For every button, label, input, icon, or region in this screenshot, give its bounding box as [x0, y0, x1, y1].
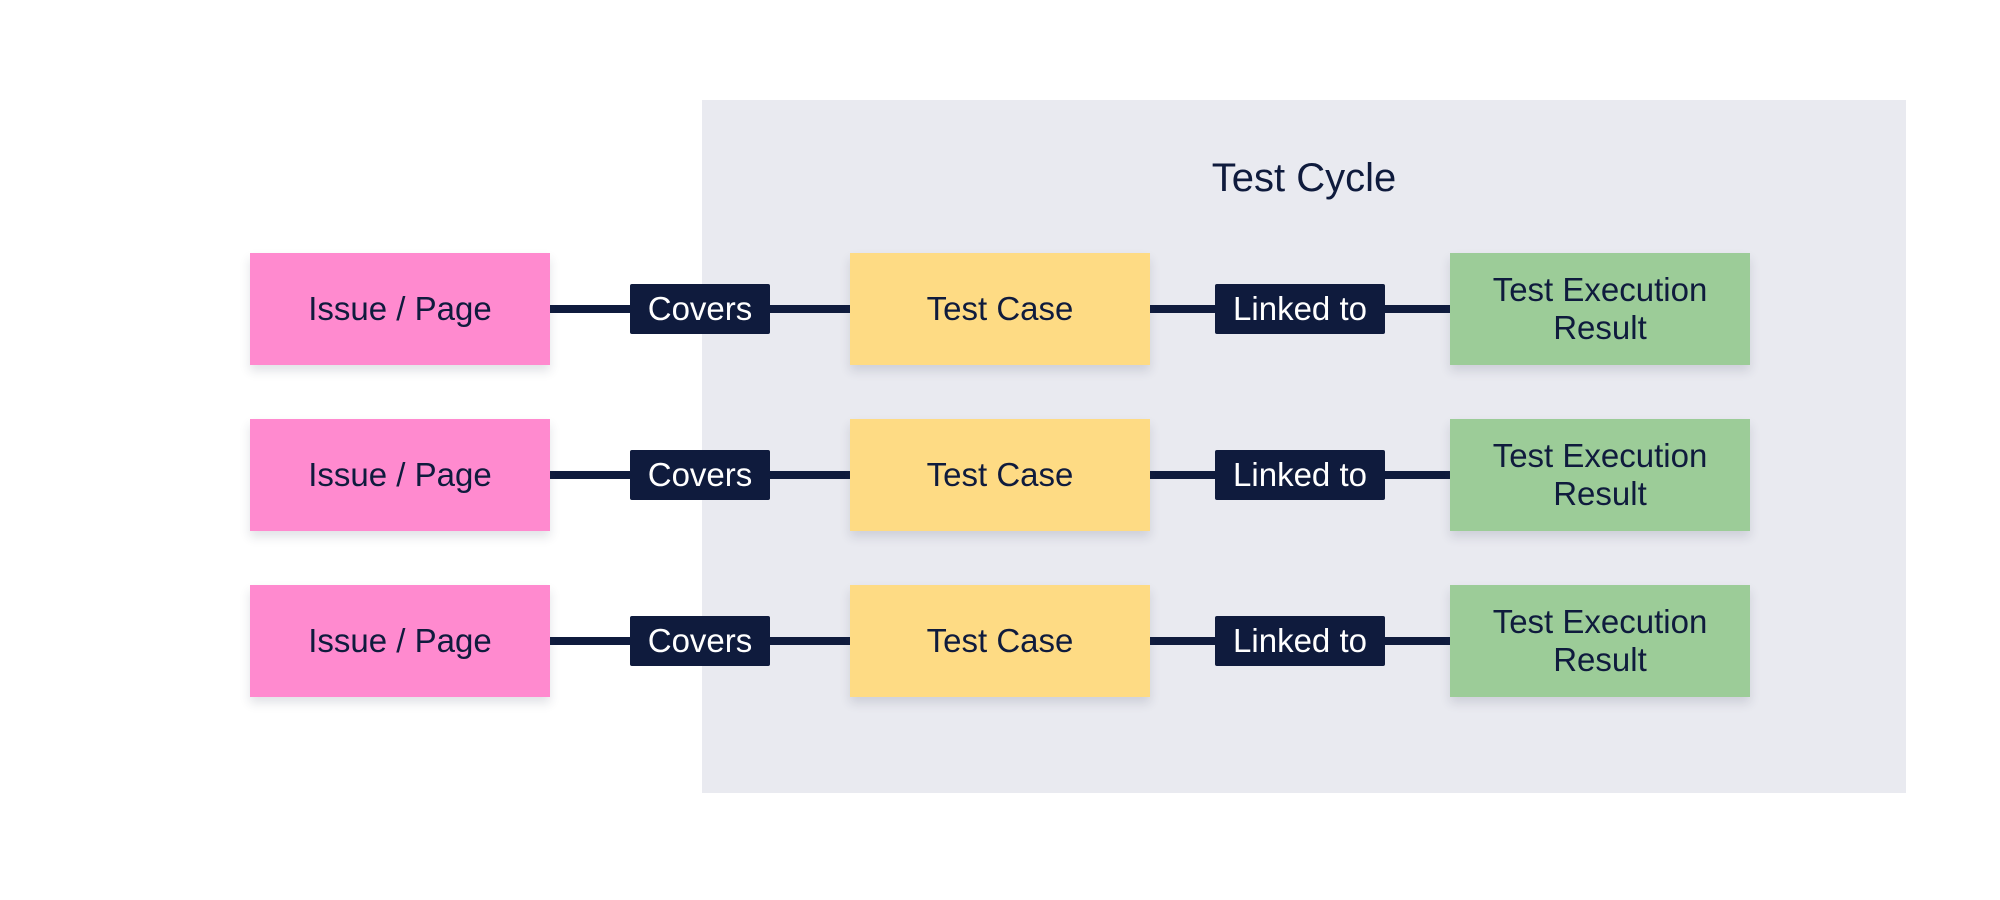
issue-page-node[interactable]: Issue / Page: [250, 585, 550, 697]
test-execution-result-node[interactable]: Test Execution Result: [1450, 253, 1750, 365]
test-cycle-title: Test Cycle: [1211, 156, 1397, 200]
linked-to-label: Linked to: [1215, 616, 1385, 666]
test-case-node[interactable]: Test Case: [850, 253, 1150, 365]
test-execution-result-node[interactable]: Test Execution Result: [1450, 419, 1750, 531]
test-case-node[interactable]: Test Case: [850, 419, 1150, 531]
covers-label: Covers: [630, 284, 770, 334]
covers-label: Covers: [630, 616, 770, 666]
linked-to-label: Linked to: [1215, 450, 1385, 500]
covers-label: Covers: [630, 450, 770, 500]
test-case-node[interactable]: Test Case: [850, 585, 1150, 697]
linked-to-label: Linked to: [1215, 284, 1385, 334]
test-execution-result-node[interactable]: Test Execution Result: [1450, 585, 1750, 697]
issue-page-node[interactable]: Issue / Page: [250, 253, 550, 365]
issue-page-node[interactable]: Issue / Page: [250, 419, 550, 531]
